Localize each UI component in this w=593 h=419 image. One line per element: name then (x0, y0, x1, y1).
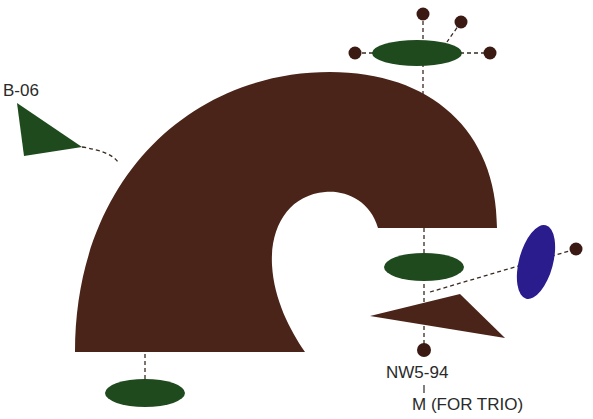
green-triangle (17, 103, 82, 156)
score-label: M (FOR TRIO) (412, 396, 523, 413)
green-ellipse (372, 40, 462, 66)
score-label: NW5-94 (386, 364, 448, 381)
green-ellipse (384, 253, 464, 281)
blue-ellipse (510, 221, 563, 303)
brown-triangle (370, 294, 505, 338)
green-ellipse (105, 379, 185, 407)
score-label: B-06 (3, 82, 39, 99)
